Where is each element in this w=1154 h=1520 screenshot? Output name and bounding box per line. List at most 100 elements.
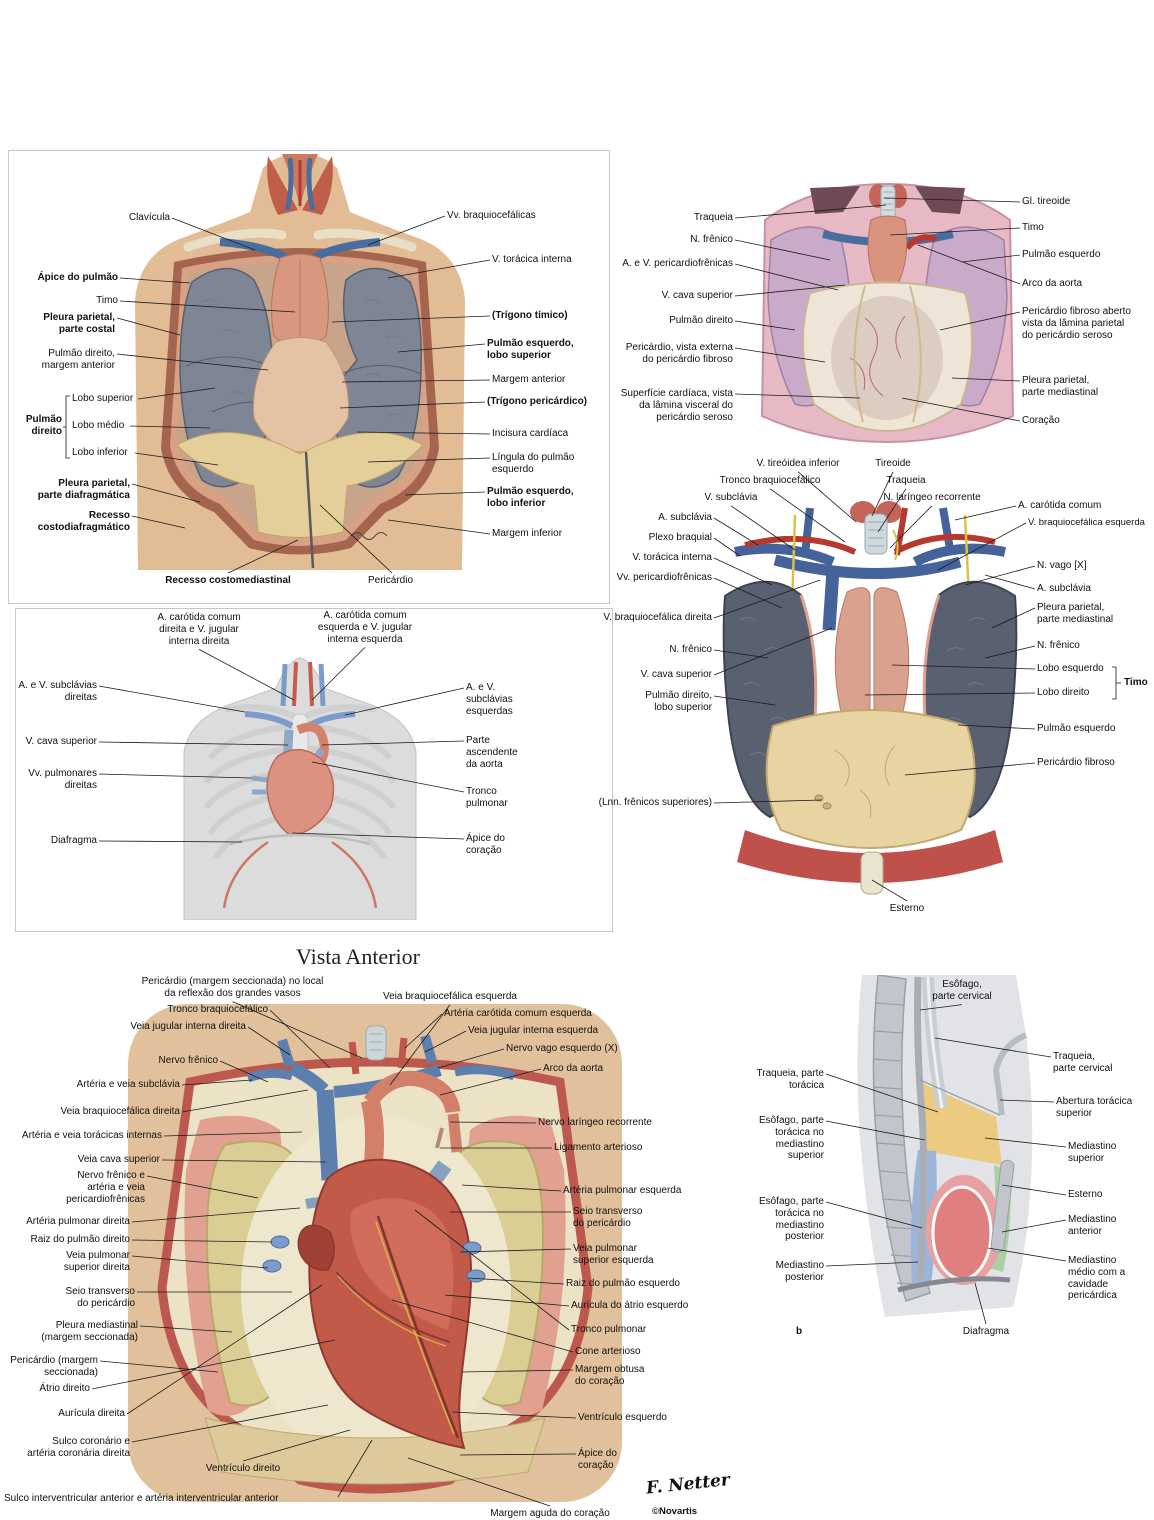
anatomy-label: Traqueia [693,212,733,223]
anatomy-label: Vv. pulmonares direitas [28,768,97,791]
anatomy-label: Margem inferior [492,528,563,539]
anatomy-label: Seio transverso do pericárdio [573,1206,643,1229]
anatomy-label: Parte ascendente da aorta [466,735,518,770]
anatomy-label: Incisura cardíaca [492,428,569,439]
anatomy-label: Artéria carótida comum esquerda [444,1008,592,1019]
anatomy-label: Timo [96,295,118,306]
anatomy-label: Traqueia [886,475,926,486]
anatomy-label: Esôfago, parte cervical [932,979,992,1002]
anatomy-label: V. torácica interna [632,552,712,563]
anatomy-label: Tronco pulmonar [571,1324,647,1335]
anatomy-label: Veia braquiocefálica esquerda [383,991,517,1002]
anatomy-label: Seio transverso do pericárdio [65,1286,135,1309]
anatomy-label: Lobo superior [72,393,134,404]
anatomy-label: Artéria e veia torácicas internas [21,1130,162,1141]
anatomy-label: Pulmão esquerdo, lobo superior [487,338,574,361]
anatomy-label: V. cava superior [661,290,733,301]
anatomy-label: Lobo inferior [72,447,128,458]
anatomy-label: Ventrículo esquerdo [578,1412,667,1423]
anatomy-label: Veia pulmonar superior direita [63,1250,130,1273]
anatomy-label: Aurícula do átrio esquerdo [571,1300,689,1311]
anatomy-label: Nervo vago esquerdo (X) [506,1043,618,1054]
anatomy-label: (Lnn. frênicos superiores) [598,797,712,808]
panel1-border [8,150,610,604]
anatomy-label: Língula do pulmão esquerdo [492,452,575,475]
anatomy-label: Margem obtusa do coração [575,1364,645,1387]
anatomy-label: Pulmão direito [25,414,62,437]
anatomy-label: Superfície cardíaca, vista da lâmina vis… [620,388,733,423]
anatomy-label: Pleura mediastinal (margem seccionada) [41,1320,138,1343]
anatomy-label: Ligamento arterioso [554,1142,643,1153]
anatomy-label: V. subclávia [704,492,758,503]
anatomy-label: Pericárdio [368,575,414,586]
anatomy-label: Pleura parietal, parte costal [43,312,115,335]
anatomy-label: Mediastino anterior [1068,1214,1117,1237]
anatomy-label: (Trígono tímico) [492,310,568,321]
panel5-title: Vista Anterior [296,944,420,969]
anatomy-label: Traqueia, parte cervical [1053,1051,1113,1074]
anatomy-label: Ápice do coração [578,1448,617,1471]
anatomy-label: Sulco coronário e artéria coronária dire… [27,1436,130,1459]
panel4-border [15,608,613,932]
anatomy-label: Esterno [1068,1189,1103,1200]
anatomy-label: Abertura torácica superior [1056,1096,1133,1119]
anatomy-label: Pulmão esquerdo [1022,249,1101,260]
anatomy-label: Pericárdio fibroso aberto vista da lâmin… [1022,306,1131,341]
anatomy-label: A. e V. subclávias direitas [18,680,97,703]
anatomy-label: Pleura parietal, parte diafragmática [37,478,130,501]
anatomy-label: Artéria pulmonar direita [26,1216,130,1227]
anatomy-label: Tireoide [875,458,911,469]
anatomy-label: V. tireóidea inferior [756,458,840,469]
anatomy-label: A. carótida comum direita e V. jugular i… [157,612,241,647]
anatomy-label: Pulmão esquerdo, lobo inferior [487,486,574,509]
anatomy-label: A. subclávia [1037,583,1091,594]
anatomy-label: Arco da aorta [1022,278,1083,289]
copyright-novartis: ©Novartis [652,1506,698,1517]
anatomy-label: Margem anterior [492,374,566,385]
anatomy-label: Pleura parietal, parte mediastinal [1037,602,1114,625]
anatomy-label: Raiz do pulmão esquerdo [566,1278,680,1289]
anatomy-label: Veia braquiocefálica direita [60,1106,180,1117]
anatomy-label: N. laríngeo recorrente [883,492,981,503]
anatomy-label: Pleura parietal, parte mediastinal [1022,375,1099,398]
anatomy-label: Arco da aorta [543,1063,604,1074]
anatomy-label: Coração [1022,415,1060,426]
anatomy-label: V. torácica interna [492,254,572,265]
illustration-mediastinum-sagittal [857,975,1033,1317]
anatomy-label: Tronco braquiocefálico [719,475,821,486]
anatomy-label: Diafragma [50,835,97,846]
anatomy-label: Lobo médio [72,420,125,431]
anatomy-label: Nervo frênico [158,1055,218,1066]
anatomy-label: Artéria pulmonar esquerda [563,1185,682,1196]
anatomy-label: Pulmão direito [669,315,733,326]
anatomy-label: Timo [1124,677,1148,688]
anatomy-label: Lobo direito [1037,687,1090,698]
anatomy-label: Pericárdio, vista externa do pericárdio … [625,342,733,365]
anatomy-label: (Trígono pericárdico) [487,396,588,407]
anatomy-label: Ápice do coração [466,833,505,856]
anatomy-label: N. vago [X] [1037,560,1087,571]
anatomy-label: Pericárdio (margem seccionada) [10,1355,98,1378]
anatomy-label: A. carótida comum esquerda e V. jugular … [317,610,413,645]
anatomy-label: Pericárdio (margem seccionada) no local … [141,976,324,999]
anatomy-label: A. e V. pericardiofrênicas [622,258,733,269]
anatomy-label: Plexo braquial [648,532,712,543]
anatomy-label: Artéria e veia subclávia [76,1079,180,1090]
anatomy-label: V. cava superior [640,669,712,680]
anatomy-label: Esterno [889,903,925,914]
anatomy-label: Lobo esquerdo [1037,663,1104,674]
anatomy-label: Veia jugular interna esquerda [468,1025,599,1036]
anatomy-label: Vv. braquiocefálicas [447,210,536,221]
anatomy-label: Veia cava superior [77,1154,160,1165]
anatomy-label: Ápice do pulmão [37,272,118,283]
anatomy-label: b [796,1326,803,1337]
anatomy-label: A. carótida comum [1018,500,1102,511]
anatomy-label: Esôfago, parte torácica no mediastino su… [758,1115,824,1162]
anatomy-label: Pulmão direito, margem anterior [41,348,115,371]
anatomy-label: Tronco pulmonar [466,786,508,809]
anatomy-label: Nervo laríngeo recorrente [538,1117,652,1128]
anatomy-label: A. subclávia [658,512,712,523]
anatomy-label: Traqueia, parte torácica [756,1068,824,1091]
anatomy-label: Tronco braquiocefálico [167,1004,268,1015]
anatomy-label: Raiz do pulmão direito [30,1234,131,1245]
